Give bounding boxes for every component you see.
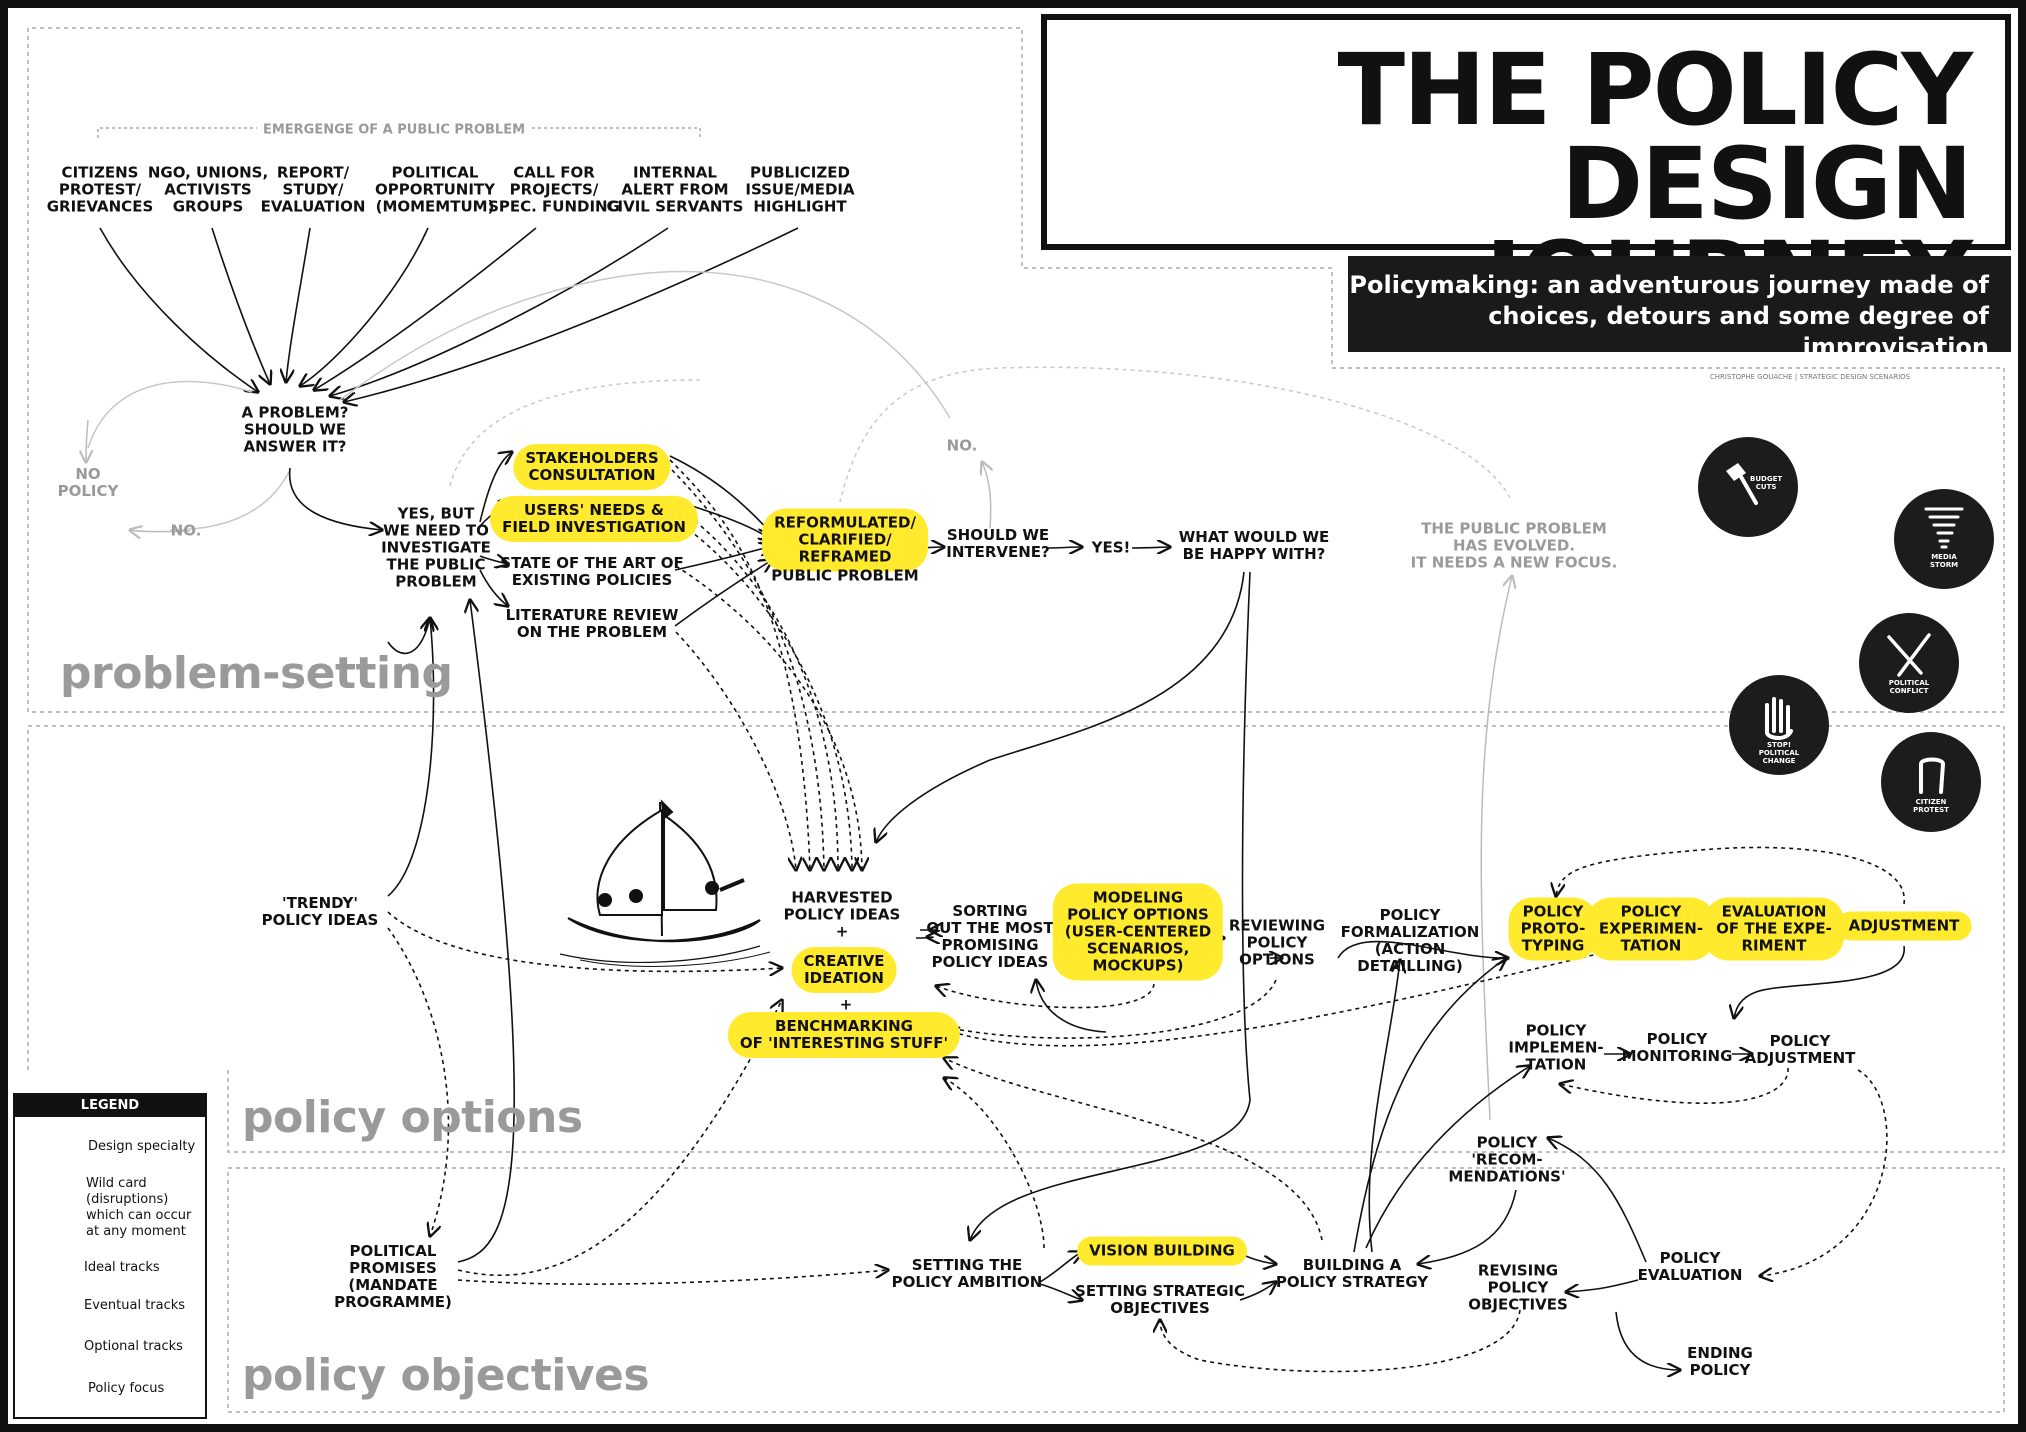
source-call-for-projects: CALL FOR PROJECTS/ SPEC. FUNDING bbox=[488, 163, 620, 216]
eventual-tracks bbox=[87, 270, 951, 531]
legend-optional-tracks: Optional tracks bbox=[84, 1339, 183, 1354]
node-harvested: HARVESTED POLICY IDEAS + bbox=[783, 888, 901, 941]
section-policy-options: policy options bbox=[242, 1092, 583, 1143]
source-publicized-issue: PUBLICIZED ISSUE/MEDIA HIGHLIGHT bbox=[745, 163, 855, 216]
node-implementation: POLICY IMPLEMEN- TATION bbox=[1508, 1021, 1604, 1074]
legend-design-specialty: Design specialty bbox=[88, 1139, 196, 1154]
wildcard-media-storm: MEDIA STORM bbox=[1894, 489, 1994, 589]
node-strategic-objectives: SETTING STRATEGIC OBJECTIVES bbox=[1075, 1282, 1245, 1317]
node-modeling: MODELING POLICY OPTIONS (USER-CENTERED S… bbox=[1052, 883, 1224, 981]
source-ngo: NGO, UNIONS, ACTIVISTS GROUPS bbox=[147, 163, 269, 216]
legend-wild-card: Wild card (disruptions) which can occur … bbox=[86, 1176, 192, 1239]
node-stakeholders: STAKEHOLDERS CONSULTATION bbox=[513, 444, 671, 490]
emergence-label: EMERGENGE OF A PUBLIC PROBLEM bbox=[256, 121, 532, 139]
node-no-1: NO. bbox=[170, 521, 202, 540]
node-a-problem: A PROBLEM? SHOULD WE ANSWER IT? bbox=[241, 403, 349, 456]
node-state-of-art: STATE OF THE ART OF EXISTING POLICIES bbox=[500, 554, 684, 589]
node-problem-evolved: THE PUBLIC PROBLEM HAS EVOLVED. IT NEEDS… bbox=[1410, 519, 1618, 572]
node-yes-but: YES, BUT WE NEED TO INVESTIGATE THE PUBL… bbox=[381, 504, 491, 591]
legend: LEGEND bbox=[13, 1093, 207, 1419]
node-revising-objectives: REVISING POLICY OBJECTIVES bbox=[1468, 1261, 1568, 1314]
node-should-intervene: SHOULD WE INTERVENE? bbox=[946, 526, 1050, 561]
optional-tracks bbox=[387, 459, 1905, 1373]
node-public-problem: PUBLIC PROBLEM bbox=[771, 566, 919, 585]
hand-icon bbox=[1765, 697, 1793, 740]
evolved-loop bbox=[449, 366, 1511, 503]
subtitle: Policymaking: an adventurous journey mad… bbox=[1349, 271, 1989, 361]
node-policy-strategy: BUILDING A POLICY STRATEGY bbox=[1275, 1256, 1429, 1291]
node-plus: + bbox=[839, 995, 853, 1014]
node-no-2: NO. bbox=[946, 436, 978, 455]
source-report: REPORT/ STUDY/ EVALUATION bbox=[260, 163, 366, 216]
legend-policy-focus: Policy focus bbox=[88, 1381, 165, 1396]
node-political-promises: POLITICAL PROMISES (MANDATE PROGRAMME) bbox=[334, 1242, 452, 1311]
tornado-icon bbox=[1924, 507, 1964, 549]
node-happy-with: WHAT WOULD WE BE HAPPY WITH? bbox=[1178, 528, 1330, 563]
node-prototyping: POLICY PROTO- TYPING bbox=[1508, 897, 1598, 961]
wildcard-citizen-protest: CITIZEN PROTEST bbox=[1881, 732, 1981, 832]
node-adjustment: ADJUSTMENT bbox=[1836, 911, 1972, 941]
node-policy-adjustment: POLICY ADJUSTMENT bbox=[1744, 1032, 1856, 1067]
section-policy-objectives: policy objectives bbox=[242, 1350, 650, 1401]
node-reformulated: REFORMULATED/ CLARIFIED/ REFRAMED bbox=[762, 508, 928, 572]
node-reviewing: REVIEWING POLICY OPTIONS bbox=[1228, 916, 1326, 969]
node-vision-building: VISION BUILDING bbox=[1077, 1236, 1247, 1266]
node-trendy-ideas: 'TRENDY' POLICY IDEAS bbox=[261, 894, 379, 929]
node-monitoring: POLICY MONITORING bbox=[1621, 1030, 1733, 1065]
node-yes: YES! bbox=[1091, 538, 1131, 557]
policy-focus-zones bbox=[27, 27, 2005, 1413]
legend-title: LEGEND bbox=[15, 1095, 205, 1117]
node-formalization: POLICY FORMALIZATION (ACTION DETAILLING) bbox=[1340, 906, 1480, 975]
source-arrows bbox=[99, 227, 799, 402]
source-political-opportunity: POLITICAL OPPORTUNITY (MOMEMTUM) bbox=[374, 163, 496, 216]
axe-icon bbox=[1726, 463, 1758, 505]
source-internal-alert: INTERNAL ALERT FROM CIVIL SERVANTS bbox=[606, 163, 744, 216]
node-sorting: SORTING OUT THE MOST PROMISING POLICY ID… bbox=[926, 902, 1054, 971]
node-ending-policy: ENDING POLICY bbox=[1687, 1344, 1753, 1379]
swords-icon bbox=[1887, 633, 1931, 677]
node-creative-ideation: CREATIVE IDEATION bbox=[791, 947, 897, 993]
section-problem-setting: problem-setting bbox=[60, 648, 453, 699]
source-citizens: CITIZENS PROTEST/ GRIEVANCES bbox=[46, 163, 154, 216]
node-recommendations: POLICY 'RECOM- MENDATIONS' bbox=[1448, 1133, 1566, 1186]
node-policy-ambition: SETTING THE POLICY AMBITION bbox=[891, 1256, 1043, 1291]
wildcard-political-conflict: POLITICAL CONFLICT bbox=[1859, 613, 1959, 713]
boat-illustration bbox=[559, 799, 771, 967]
node-policy-evaluation: POLICY EVALUATION bbox=[1637, 1249, 1743, 1284]
author-credit: CHRISTOPHE GOUACHE | STRATEGIC DESIGN SC… bbox=[1709, 373, 1911, 381]
subtitle-box: Policymaking: an adventurous journey mad… bbox=[1348, 256, 2011, 361]
wildcard-budget-cuts: BUDGET CUTS bbox=[1698, 437, 1798, 537]
node-experimentation: POLICY EXPERIMEN- TATION bbox=[1586, 897, 1716, 961]
node-users-needs: USERS' NEEDS & FIELD INVESTIGATION bbox=[490, 496, 698, 542]
fist-icon bbox=[1919, 757, 1946, 794]
node-literature: LITERATURE REVIEW ON THE PROBLEM bbox=[505, 606, 679, 641]
node-benchmarking: BENCHMARKING OF 'INTERESTING STUFF' bbox=[727, 1012, 961, 1058]
legend-eventual-tracks: Eventual tracks bbox=[84, 1298, 186, 1313]
node-no-policy: NO POLICY bbox=[57, 465, 119, 500]
legend-ideal-tracks: Ideal tracks bbox=[84, 1260, 160, 1275]
node-evaluation-experiment: EVALUATION OF THE EXPE- RIMENT bbox=[1704, 897, 1844, 961]
wildcard-political-change: STOP! POLITICAL CHANGE bbox=[1729, 675, 1829, 775]
